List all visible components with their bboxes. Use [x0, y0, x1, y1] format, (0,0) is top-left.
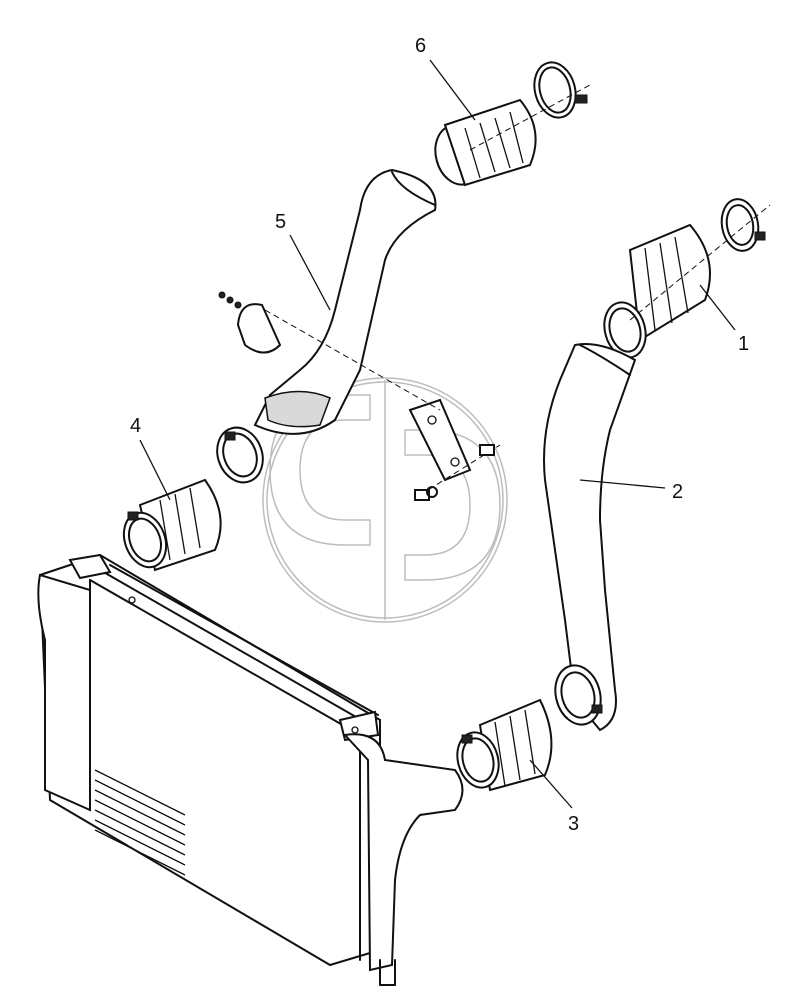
- part-1-coupling: [603, 198, 771, 359]
- leader-lines: [139, 59, 736, 809]
- callout-5: 5: [275, 211, 286, 233]
- part-5-upper-hose: [253, 168, 437, 435]
- part-2-hose: [543, 343, 637, 732]
- callout-labels: 6 5 4 1 2 3: [130, 35, 749, 835]
- callout-1: 1: [738, 333, 749, 355]
- mounting-bracket: [218, 291, 501, 501]
- core-fins: [94, 769, 186, 876]
- callout-2: 2: [672, 481, 683, 503]
- callout-6: 6: [415, 35, 426, 57]
- callout-4: 4: [130, 415, 141, 437]
- callout-3: 3: [568, 813, 579, 835]
- intercooler-core: [37, 553, 464, 986]
- part-3-coupling: [456, 664, 603, 792]
- part-4-coupling: [122, 426, 264, 572]
- part-6-coupling: [434, 61, 591, 187]
